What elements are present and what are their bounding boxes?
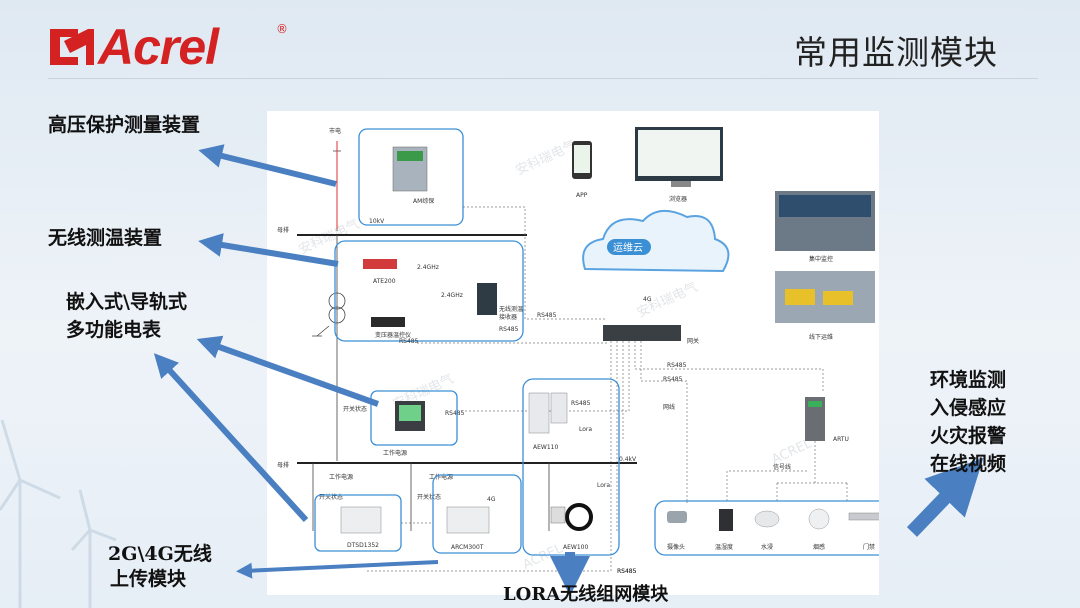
receiver-label: 接收器 (499, 313, 517, 321)
label-env-line4: 在线视频 (930, 453, 1007, 475)
smoke-label: 烟感 (813, 543, 825, 551)
door-sensor-icon (848, 512, 886, 521)
label-meter-line2: 多功能电表 (66, 319, 162, 341)
offline-label: 线下运维 (809, 333, 833, 341)
am-protection-box (358, 128, 464, 226)
receiver-device-icon (477, 283, 497, 315)
aew110-label: AEW110 (533, 444, 558, 451)
arcm-label: ARCM300T (451, 544, 484, 551)
temp-humidity-sensor-icon (719, 509, 733, 531)
gateway-device-icon (603, 325, 681, 341)
wireless-temp-box (334, 240, 524, 342)
switch-status-label: 开关状态 (417, 493, 441, 501)
watermark: 安科瑞电气 (513, 137, 579, 179)
bus-label: 母排 (277, 461, 289, 469)
registered-mark: ® (276, 22, 288, 36)
system-diagram: 安科瑞电气 安科瑞电气 安科瑞电气 安科瑞电气 ACREL ACREL 市电 母… (267, 111, 912, 595)
artu-device-icon (805, 397, 825, 441)
slide-title: 常用监测模块 (794, 33, 998, 72)
aew100-sensor-icon (565, 503, 593, 531)
work-power-label: 工作电源 (329, 473, 353, 481)
label-comm-line2: 上传模块 (110, 568, 187, 590)
ghz-label: 2.4GHz (441, 292, 463, 299)
label-env-line2: 入侵感应 (930, 397, 1007, 419)
kv04-label: 0.4kV (619, 456, 637, 463)
label-env-line3: 火灾报警 (930, 425, 1007, 447)
arrow-environment (906, 457, 984, 537)
rs485-label: RS485 (663, 376, 683, 383)
app-label: APP (576, 192, 588, 199)
label-hv-protection: 高压保护测量装置 (48, 114, 201, 136)
dtsd-meter-icon (340, 506, 382, 534)
4g-label: 4G (487, 496, 496, 503)
lora-small-label: Lora (597, 482, 610, 489)
label-meter-line1: 嵌入式\导轨式 (66, 291, 187, 313)
temp-controller-icon (371, 317, 405, 327)
cloud-label: 运维云 (613, 241, 643, 254)
am-protection-label: AM综保 (413, 197, 434, 205)
work-power-label: 工作电源 (383, 449, 407, 457)
browser-label: 浏览器 (669, 195, 687, 203)
camera-icon (667, 511, 687, 523)
rs485-label: RS485 (617, 568, 637, 575)
transformer-icon (328, 292, 346, 310)
watermark: 安科瑞电气 (296, 216, 362, 258)
temp-controller-label: 变压器温控仪 (375, 331, 411, 339)
logo-text: Acrel (98, 19, 219, 75)
cloud-icon (582, 210, 730, 273)
dtsd-label: DTSD1352 (347, 542, 379, 549)
switch-status-label: 开关状态 (319, 493, 343, 501)
ate200-sensor-icon (363, 259, 397, 269)
camera-label: 摄像头 (667, 543, 685, 551)
acrel-logo: Acrel ® (48, 19, 288, 75)
door-label: 门禁 (863, 543, 875, 551)
aew110-device-icon (528, 392, 550, 434)
signal-line-label: 信号线 (773, 463, 791, 471)
arcm-meter-icon (446, 506, 490, 534)
receiver-label: 无线测温 (499, 305, 523, 313)
label-comm-line1: 2G\4G无线 (108, 543, 212, 565)
work-power-label: 工作电源 (429, 473, 453, 481)
kv10-label: 10kV (369, 218, 385, 225)
artu-label: ARTU (833, 436, 849, 443)
central-label: 集中监控 (809, 255, 833, 263)
label-env-line1: 环境监测 (930, 369, 1007, 391)
label-wireless-temp: 无线测温装置 (48, 227, 163, 249)
water-label: 水浸 (761, 543, 773, 551)
temp-humidity-label: 温湿度 (715, 543, 733, 551)
water-sensor-icon (754, 510, 780, 528)
ate200-label: ATE200 (373, 278, 396, 285)
4g-label: 4G (643, 296, 652, 303)
meter-box (370, 390, 458, 446)
smoke-detector-icon (808, 508, 830, 530)
switch-status-label: 开关状态 (343, 405, 367, 413)
arcm-box (432, 474, 522, 554)
rs485-label: RS485 (617, 568, 637, 575)
acrel-logo-mark-icon (50, 29, 94, 65)
bus-label: 母排 (277, 226, 289, 234)
label-lora: LORA无线组网模块 (503, 584, 669, 605)
rs485-label: RS485 (445, 410, 465, 417)
netline-label: 网线 (663, 403, 675, 411)
watermark: ACREL (521, 541, 566, 573)
ghz-label: 2.4GHz (417, 264, 439, 271)
lora-small-label: Lora (579, 426, 592, 433)
rs485-label: RS485 (399, 338, 419, 345)
aew100-label: AEW100 (563, 544, 588, 551)
rs485-label: RS485 (537, 312, 557, 319)
gateway-label: 网关 (687, 337, 699, 345)
mains-label: 市电 (329, 127, 341, 135)
rs485-label: RS485 (571, 400, 591, 407)
wind-turbine-icon (0, 419, 117, 608)
header-divider (48, 78, 1038, 79)
rs485-label: RS485 (667, 362, 687, 369)
rs485-label: RS485 (499, 326, 519, 333)
